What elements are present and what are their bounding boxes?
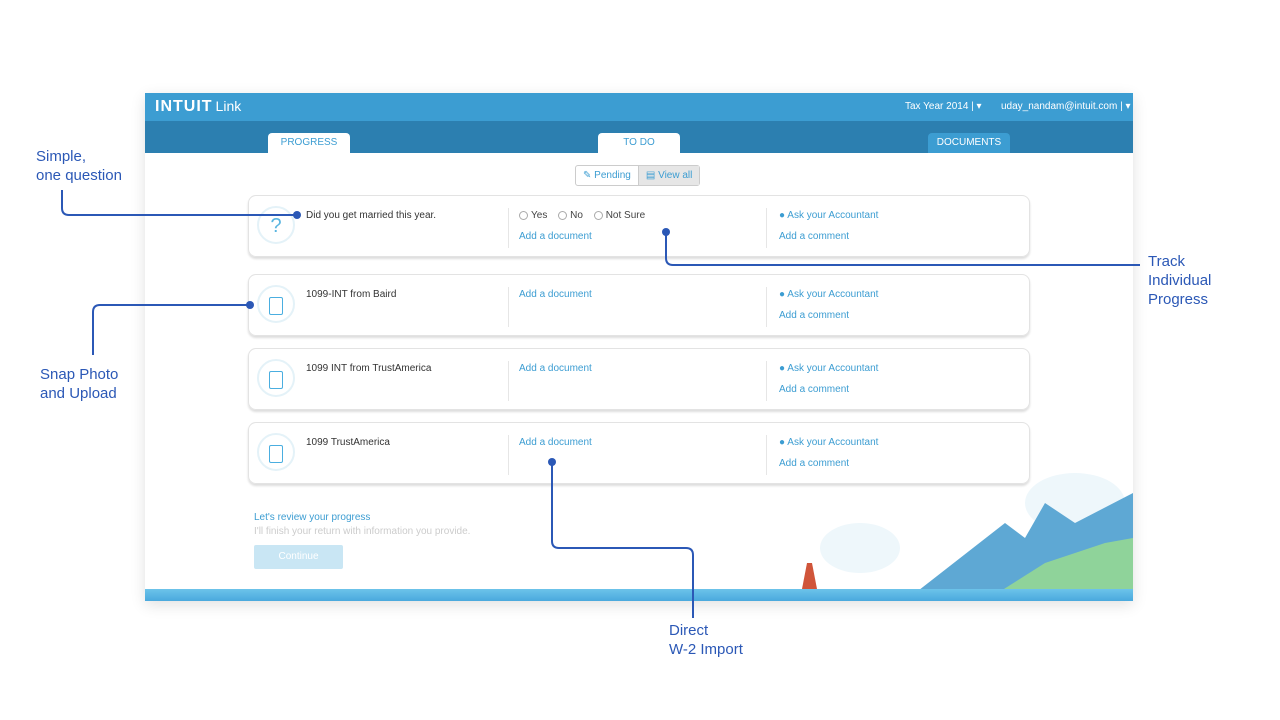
- ask-accountant-link[interactable]: ● Ask your Accountant: [779, 210, 879, 221]
- filter-toggle: ✎ Pending ▤ View all: [575, 165, 701, 186]
- landscape-illustration: [802, 473, 1133, 601]
- card-title: 1099 TrustAmerica: [306, 437, 390, 448]
- annotation-simple: Simple, one question: [36, 148, 122, 184]
- document-icon: [257, 285, 295, 323]
- ask-label: Ask your Accountant: [787, 437, 879, 448]
- pending-button[interactable]: ✎ Pending: [583, 170, 631, 181]
- answer-options: Yes No Not Sure: [519, 210, 653, 221]
- document-card: 1099 TrustAmerica Add a document ● Ask y…: [248, 422, 1030, 484]
- add-comment-link[interactable]: Add a comment: [779, 231, 850, 242]
- add-comment-link[interactable]: Add a comment: [779, 310, 850, 321]
- logo-text: INTUIT: [155, 98, 213, 115]
- card-title: 1099-INT from Baird: [306, 289, 397, 300]
- add-comment-link[interactable]: Add a comment: [779, 458, 850, 469]
- option-label: Yes: [531, 210, 548, 221]
- radio-not-sure[interactable]: [593, 210, 603, 220]
- card-title: Did you get married this year.: [306, 210, 437, 221]
- add-document-link[interactable]: Add a document: [519, 437, 592, 448]
- option-label: Not Sure: [605, 210, 646, 221]
- ask-label: Ask your Accountant: [787, 363, 879, 374]
- tab-progress[interactable]: PROGRESS: [268, 133, 350, 153]
- product-name: Link: [215, 98, 242, 114]
- annotation-direct: Direct W-2 Import: [669, 622, 743, 658]
- review-subtitle: I'll finish your return with information…: [254, 526, 471, 537]
- add-document-link[interactable]: Add a document: [519, 231, 592, 242]
- add-document-link[interactable]: Add a document: [519, 363, 592, 374]
- tax-year-dropdown[interactable]: Tax Year 2014 | ▾: [905, 101, 982, 112]
- document-icon: [257, 433, 295, 471]
- annotation-snap: Snap Photo and Upload: [40, 366, 119, 402]
- document-icon: [257, 359, 295, 397]
- card-title: 1099 INT from TrustAmerica: [306, 363, 432, 374]
- add-comment-link[interactable]: Add a comment: [779, 384, 850, 395]
- add-document-link[interactable]: Add a document: [519, 289, 592, 300]
- ask-label: Ask your Accountant: [787, 210, 879, 221]
- document-card: 1099 INT from TrustAmerica Add a documen…: [248, 348, 1030, 410]
- review-title[interactable]: Let's review your progress: [254, 512, 371, 523]
- document-card: 1099-INT from Baird Add a document ● Ask…: [248, 274, 1030, 336]
- water-strip: [145, 589, 1133, 601]
- ask-label: Ask your Accountant: [787, 289, 879, 300]
- tab-documents[interactable]: DOCUMENTS: [928, 133, 1010, 153]
- review-section: Let's review your progress I'll finish y…: [254, 512, 470, 537]
- question-icon: ?: [257, 206, 295, 244]
- tab-todo[interactable]: TO DO: [598, 133, 680, 153]
- ask-accountant-link[interactable]: ● Ask your Accountant: [779, 437, 879, 448]
- ask-accountant-link[interactable]: ● Ask your Accountant: [779, 363, 879, 374]
- annotation-track: Track Individual Progress: [1148, 253, 1212, 308]
- user-menu[interactable]: uday_nandam@intuit.com | ▾: [1001, 101, 1131, 112]
- continue-button[interactable]: Continue: [254, 545, 343, 569]
- buoy-icon: [802, 563, 817, 589]
- option-label: No: [570, 210, 583, 221]
- tab-bar: PROGRESS TO DO DOCUMENTS: [145, 121, 1133, 153]
- question-card: ? Did you get married this year. Yes No …: [248, 195, 1030, 257]
- radio-yes[interactable]: [519, 210, 528, 220]
- ask-accountant-link[interactable]: ● Ask your Accountant: [779, 289, 879, 300]
- radio-no[interactable]: [558, 210, 568, 220]
- view-all-button[interactable]: ▤ View all: [637, 166, 700, 185]
